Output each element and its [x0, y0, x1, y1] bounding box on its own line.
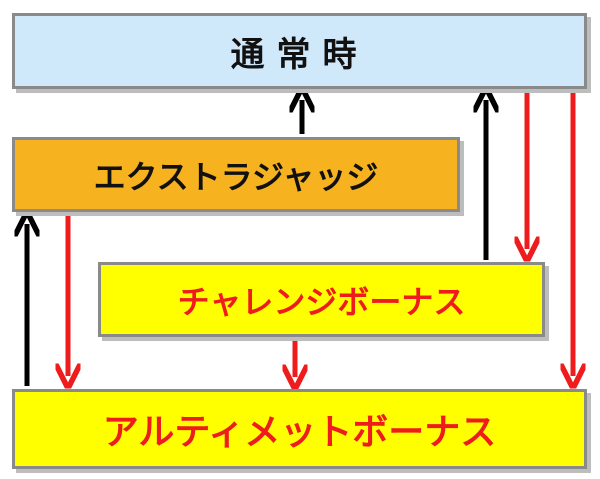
node-extra-judge-label: エクストラジャッジ — [93, 157, 379, 196]
node-extra-judge: エクストラジャッジ — [12, 137, 460, 212]
node-ultimate-bonus-label: アルティメットボーナス — [102, 412, 497, 453]
node-normal-state: 通常時 — [12, 13, 587, 89]
node-normal-label: 通常時 — [230, 34, 369, 75]
node-ultimate-bonus: アルティメットボーナス — [12, 389, 587, 469]
node-challenge-bonus-label: チャレンジボーナス — [177, 282, 466, 321]
node-challenge-bonus: チャレンジボーナス — [98, 262, 545, 337]
